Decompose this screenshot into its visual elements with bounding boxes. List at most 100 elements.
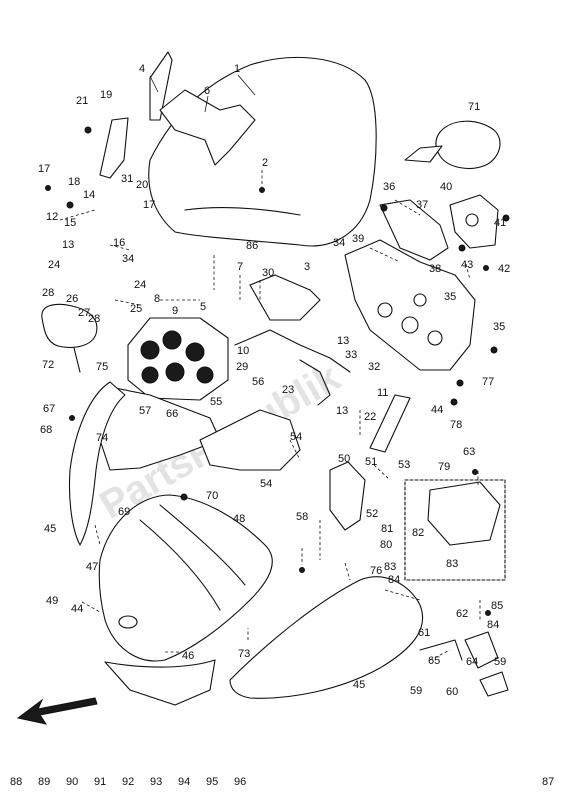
callout-93: 93 — [150, 776, 162, 788]
callout-82: 82 — [412, 527, 424, 539]
callout-38: 38 — [429, 263, 441, 275]
callout-61: 61 — [418, 627, 430, 639]
callout-55: 55 — [210, 396, 222, 408]
callout-80: 80 — [380, 539, 392, 551]
callout-60: 60 — [446, 686, 458, 698]
side-cowling-front — [68, 381, 126, 546]
callout-28: 28 — [88, 313, 100, 325]
callout-79: 79 — [438, 461, 450, 473]
callout-65: 65 — [428, 655, 440, 667]
ecu-box — [404, 479, 506, 581]
callout-labels: 1234567891011121313131415161717181920212… — [10, 63, 554, 788]
callout-57: 57 — [139, 405, 151, 417]
side-cover-left-upper — [99, 117, 129, 179]
callout-22: 22 — [364, 411, 376, 423]
callout-49: 49 — [46, 595, 58, 607]
callout-88: 88 — [10, 776, 22, 788]
callout-19: 19 — [100, 89, 112, 101]
callout-75: 75 — [96, 361, 108, 373]
callout-26: 26 — [66, 293, 78, 305]
callout-89: 89 — [38, 776, 50, 788]
callout-47: 47 — [86, 561, 98, 573]
leader-lines — [59, 74, 481, 661]
inner-panel-left — [89, 387, 221, 471]
instrument-cluster — [127, 317, 229, 401]
callout-72: 72 — [42, 359, 54, 371]
callout-66: 66 — [166, 408, 178, 420]
callout-54: 54 — [290, 431, 302, 443]
callout-4: 4 — [139, 63, 145, 75]
callout-92: 92 — [122, 776, 134, 788]
callout-27: 27 — [78, 307, 90, 319]
callout-30: 30 — [262, 267, 274, 279]
callout-24: 24 — [134, 279, 146, 291]
callout-35: 35 — [493, 321, 505, 333]
callout-44: 44 — [71, 603, 83, 615]
callout-24: 24 — [48, 259, 60, 271]
bracket-53 — [329, 461, 366, 531]
callout-64: 64 — [466, 656, 478, 668]
callout-45: 45 — [44, 523, 56, 535]
upper-fairing — [98, 494, 273, 662]
callout-58: 58 — [296, 511, 308, 523]
callout-33: 33 — [345, 349, 357, 361]
side-cowling-right — [229, 576, 424, 699]
callout-34: 34 — [122, 253, 134, 265]
callout-77: 77 — [482, 376, 494, 388]
callout-90: 90 — [66, 776, 78, 788]
callout-17: 17 — [38, 163, 50, 175]
callout-62: 62 — [456, 608, 468, 620]
fairing-stay — [344, 239, 476, 371]
stay-11 — [369, 394, 411, 453]
callout-13: 13 — [336, 405, 348, 417]
callout-53: 53 — [398, 459, 410, 471]
callout-28: 28 — [42, 287, 54, 299]
callout-3: 3 — [304, 261, 310, 273]
callout-84: 84 — [487, 619, 499, 631]
callout-18: 18 — [68, 176, 80, 188]
callout-71: 71 — [468, 101, 480, 113]
callout-67: 67 — [43, 403, 55, 415]
callout-5: 5 — [200, 301, 206, 313]
fasteners — [45, 126, 510, 616]
callout-10: 10 — [237, 345, 249, 357]
callout-50: 50 — [338, 453, 350, 465]
callout-37: 37 — [416, 199, 428, 211]
callout-81: 81 — [381, 523, 393, 535]
callout-1: 1 — [234, 63, 240, 75]
windshield-bracket — [149, 51, 256, 166]
callout-70: 70 — [206, 490, 218, 502]
callout-13: 13 — [62, 239, 74, 251]
callout-87: 87 — [542, 776, 554, 788]
front-direction-arrow — [16, 697, 98, 725]
callout-32: 32 — [368, 361, 380, 373]
mirror-right — [404, 120, 501, 169]
callout-85: 85 — [491, 600, 503, 612]
callout-21: 21 — [76, 95, 88, 107]
callout-12: 12 — [46, 211, 58, 223]
callout-59: 59 — [494, 656, 506, 668]
callout-54: 54 — [260, 478, 272, 490]
callout-14: 14 — [83, 189, 95, 201]
callout-68: 68 — [40, 424, 52, 436]
callout-51: 51 — [365, 456, 377, 468]
bracket-32-34 — [234, 274, 351, 406]
callout-2: 2 — [262, 157, 268, 169]
callout-39: 39 — [352, 233, 364, 245]
callout-41: 41 — [494, 217, 506, 229]
callout-7: 7 — [237, 261, 243, 273]
air-duct — [199, 409, 301, 471]
callout-63: 63 — [463, 446, 475, 458]
callout-59: 59 — [410, 685, 422, 697]
callout-86: 86 — [246, 240, 258, 252]
callout-56: 56 — [252, 376, 264, 388]
callout-46: 46 — [182, 650, 194, 662]
callout-84: 84 — [388, 574, 400, 586]
callout-29: 29 — [236, 361, 248, 373]
callout-43: 43 — [461, 259, 473, 271]
callout-96: 96 — [234, 776, 246, 788]
bracket-39 — [379, 199, 449, 261]
callout-83: 83 — [446, 558, 458, 570]
callout-31: 31 — [121, 173, 133, 185]
callout-91: 91 — [94, 776, 106, 788]
